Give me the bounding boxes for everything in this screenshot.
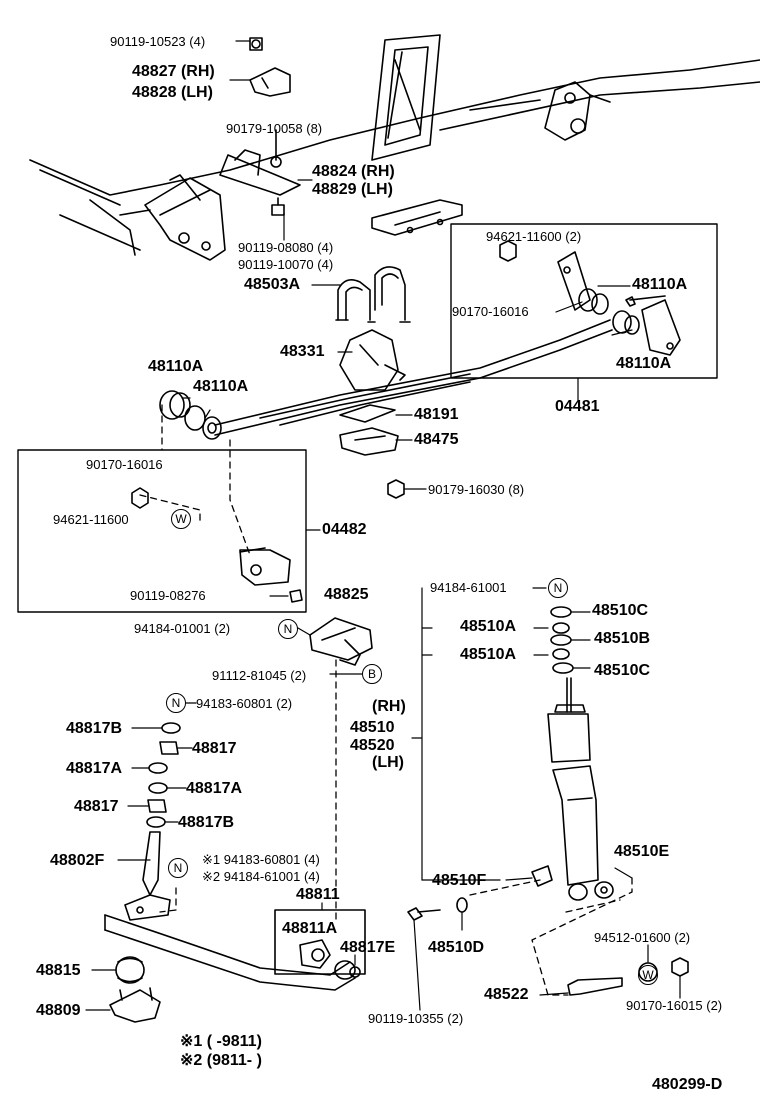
label-rh: (RH): [372, 698, 406, 715]
label-48510: 48510: [350, 719, 395, 736]
bolt-90119-08080: [271, 197, 285, 216]
label-48824: 48824 (RH): [312, 163, 395, 180]
label-94512-01600: 94512-01600 (2): [594, 930, 691, 945]
shock-absorber: [531, 606, 614, 901]
end-48817E: [334, 960, 361, 980]
footnote-1: ※1 ( -9811): [180, 1033, 262, 1050]
label-90179-16030: 90179-16030 (8): [428, 482, 525, 497]
bracket-48809: [109, 987, 161, 1023]
label-90179-10058: 90179-10058 (8): [226, 121, 323, 136]
bushing-stack-left: [146, 722, 181, 828]
nut-90179-16030: [387, 479, 405, 499]
label-48510B: 48510B: [594, 630, 651, 647]
u-bolt-48503A: [335, 266, 411, 323]
label-48510E: 48510E: [614, 843, 670, 860]
plate-48475: [339, 427, 399, 456]
label-90119-10355: 90119-10355 (2): [368, 1011, 464, 1026]
label-48817B-1: 48817B: [66, 720, 123, 737]
label-90119-08276: 90119-08276: [130, 588, 206, 603]
plate-48191: [339, 404, 396, 423]
bar-bracket-box: [274, 909, 366, 975]
label-48110A-r1: 48110A: [632, 276, 688, 293]
label-48331: 48331: [280, 343, 325, 360]
left-frame-bracket: [144, 174, 226, 261]
label-90119-08080: 90119-08080 (4): [238, 240, 334, 255]
callout-b: B: [362, 664, 382, 684]
label-48817E: 48817E: [340, 939, 396, 956]
nut-callout-n-mid: N: [278, 619, 298, 639]
label-94621-11600-top: 94621-11600 (2): [486, 229, 582, 244]
label-48815: 48815: [36, 962, 81, 979]
washer-callout-w-left: W: [171, 509, 191, 529]
label-48817B-2: 48817B: [178, 814, 235, 831]
hanger-48824: [219, 129, 301, 196]
link-48802F: [124, 831, 171, 921]
label-48825: 48825: [324, 586, 369, 603]
label-91112-81045: 91112-81045 (2): [212, 668, 307, 683]
diagram-id: 480299-D: [652, 1076, 723, 1093]
label-48510C-1: 48510C: [592, 602, 649, 619]
kit-box-04481: [450, 223, 718, 379]
label-48827: 48827 (RH): [132, 63, 215, 80]
label-94184-61001-top: 94184-61001: [430, 580, 507, 595]
label-48828: 48828 (LH): [132, 84, 213, 101]
bushing-48811A: [299, 939, 331, 969]
label-48811: 48811: [296, 886, 340, 903]
nut-callout-n-lower: N: [168, 858, 188, 878]
label-94184-01001: 94184-01001 (2): [134, 621, 231, 636]
label-48829: 48829 (LH): [312, 181, 393, 198]
label-48817-2: 48817: [74, 798, 119, 815]
upper-panel: [371, 34, 441, 161]
label-90119-10523: 90119-10523 (4): [110, 34, 206, 49]
label-48475: 48475: [414, 431, 459, 448]
spring-seat-48331: [339, 329, 406, 391]
label-48522: 48522: [484, 986, 529, 1003]
label-90119-10070: 90119-10070 (4): [238, 257, 334, 272]
label-48110A-r2: 48110A: [616, 355, 672, 372]
label-note1-part: ※1 94183-60801 (4): [202, 852, 320, 867]
spacer-plate: [371, 199, 463, 236]
bushing-48815: [115, 956, 145, 984]
label-note2-part: ※2 94184-61001 (4): [202, 869, 320, 884]
bracket-48827: [249, 37, 291, 97]
label-94183-60801: 94183-60801 (2): [196, 696, 293, 711]
label-90170-16015: 90170-16015 (2): [626, 998, 723, 1013]
label-48802F: 48802F: [50, 852, 105, 869]
label-48811A: 48811A: [282, 920, 338, 937]
label-lh: (LH): [372, 754, 404, 771]
label-48510A-2: 48510A: [460, 646, 517, 663]
label-04482: 04482: [322, 521, 367, 538]
label-48809: 48809: [36, 1002, 81, 1019]
dashed-leaders: [139, 404, 633, 996]
label-48520: 48520: [350, 737, 395, 754]
stabilizer-bar-48811: [104, 914, 356, 991]
label-94621-11600-left: 94621-11600: [53, 512, 129, 527]
nut-callout-n-top: N: [548, 578, 568, 598]
nut-callout-n-left: N: [166, 693, 186, 713]
label-48510C-2: 48510C: [594, 662, 651, 679]
label-48510F: 48510F: [432, 872, 487, 889]
label-48503A: 48503A: [244, 276, 301, 293]
shackle-left: [131, 487, 303, 603]
leader-lines: [85, 40, 681, 1011]
label-04481: 04481: [555, 398, 600, 415]
label-48817A-1: 48817A: [66, 760, 123, 777]
label-48110A-l1: 48110A: [148, 358, 204, 375]
label-48817A-2: 48817A: [186, 780, 243, 797]
bracket-48825: [309, 617, 373, 666]
footnote-2: ※2 (9811- ): [180, 1052, 262, 1069]
label-48510D: 48510D: [428, 939, 485, 956]
label-90170-16016-l: 90170-16016: [86, 457, 163, 472]
right-frame-bracket: [544, 81, 611, 141]
label-90170-16016-r: 90170-16016: [452, 304, 529, 319]
washer-callout-w-lower: W: [638, 965, 658, 985]
label-48110A-l2: 48110A: [193, 378, 249, 395]
label-48817-1: 48817: [192, 740, 237, 757]
label-48191: 48191: [414, 406, 459, 423]
label-48510A-1: 48510A: [460, 618, 517, 635]
